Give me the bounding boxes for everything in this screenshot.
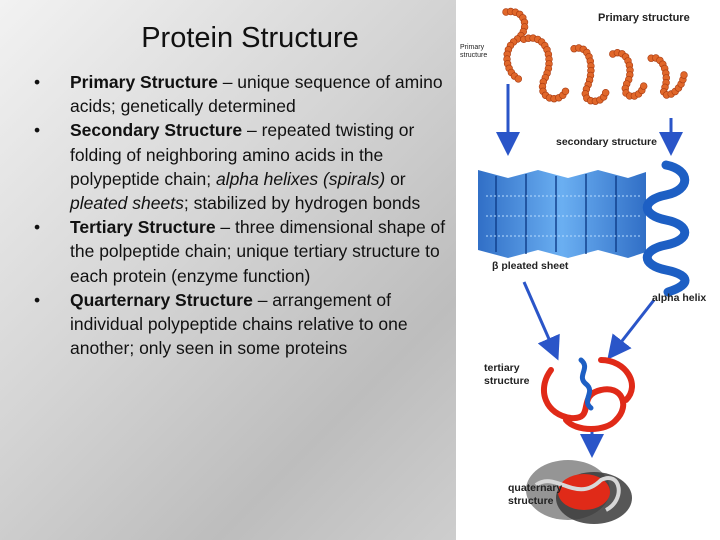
desc-secondary-italic-b: pleated sheets	[70, 193, 184, 214]
label-tertiary-structure: tertiary structure	[484, 362, 530, 387]
amino-acid-bead	[602, 88, 610, 97]
desc-secondary-italic-a: alpha helixes (spirals)	[215, 168, 386, 189]
amino-acid-bead	[561, 87, 570, 96]
desc-secondary-c: ; stabilized by hydrogen bonds	[183, 193, 421, 214]
amino-acid-bead	[640, 82, 648, 90]
desc-tertiary: – three dimensional shape of the polpept…	[70, 217, 446, 286]
desc-quaternary: – arrangement of individual polypeptide …	[70, 289, 408, 359]
bullet-marker: •	[34, 120, 41, 141]
bullet-list: • Primary Structure – unique sequence of…	[28, 70, 458, 360]
bullet-marker: •	[34, 289, 41, 310]
beta-pleated-sheet	[478, 170, 646, 258]
quaternary-structure	[526, 460, 632, 524]
bullet-primary: • Primary Structure – unique sequence of…	[28, 70, 458, 118]
arrow-helix-to-tertiary	[607, 299, 656, 360]
bullet-quaternary: • Quarternary Structure – arrangement of…	[28, 288, 458, 361]
bullet-tertiary: • Tertiary Structure – three dimensional…	[28, 215, 458, 288]
term-primary: Primary Structure	[70, 72, 218, 92]
label-quaternary-structure: quaternary structure	[508, 482, 563, 507]
slide-title: Protein Structure	[141, 22, 359, 54]
label-primary-structure: Primary structure	[598, 12, 690, 24]
bullet-marker: •	[34, 217, 41, 238]
tertiary-structure	[540, 357, 635, 432]
desc-primary: – unique sequence of amino acids; geneti…	[70, 72, 443, 117]
term-secondary: Secondary Structure	[70, 120, 243, 141]
amino-acid-bead	[514, 75, 522, 83]
protein-structure-figure: Primary structure Primary structure seco…	[456, 0, 720, 540]
bullet-marker: •	[34, 72, 41, 92]
label-beta-pleated-sheet: β pleated sheet	[492, 260, 569, 272]
label-secondary-structure: secondary structure	[556, 136, 657, 148]
desc-secondary-a: – repeated twisting or folding of neighb…	[70, 120, 415, 189]
term-tertiary: Tertiary Structure	[70, 217, 216, 238]
alpha-helix	[642, 160, 690, 297]
bullet-secondary: • Secondary Structure – repeated twistin…	[28, 118, 458, 215]
protein-diagram	[478, 7, 690, 524]
amino-acid-bead	[680, 71, 688, 79]
label-primary-structure-small: Primary structure	[460, 44, 488, 59]
desc-secondary-b: or	[385, 168, 406, 189]
label-alpha-helix: alpha helix	[652, 292, 707, 304]
arrow-sheet-to-tertiary	[522, 281, 560, 361]
term-quaternary: Quarternary Structure	[70, 289, 253, 310]
amino-acid-chain	[502, 7, 688, 105]
